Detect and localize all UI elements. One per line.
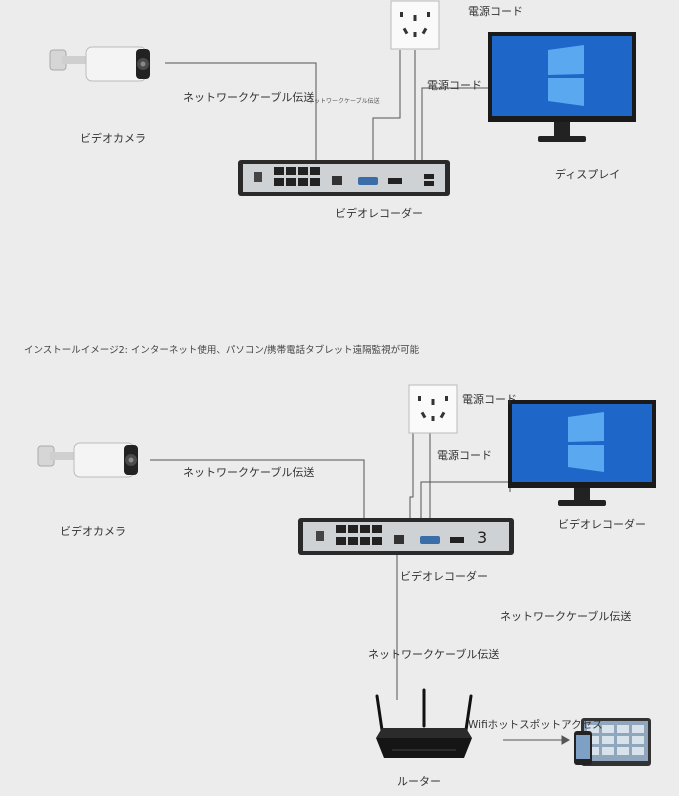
power-outlet-icon — [408, 384, 458, 434]
monitor-icon — [488, 32, 636, 142]
power-cord-label-top-2: 電源コード — [462, 393, 517, 406]
camera-icon — [37, 442, 138, 478]
power-cord-label-mid: 電源コード — [427, 79, 482, 92]
power-cord-label-top: 電源コード — [468, 5, 523, 18]
network-cable-label: ネットワークケーブル伝送 — [183, 91, 315, 104]
install-caption: インストールイメージ2: インターネット使用、パソコン/携帯電話タブレット遠隔監… — [24, 345, 420, 356]
nvr-icon — [238, 160, 450, 196]
router-label: ルーター — [397, 775, 441, 788]
power-cord-label-mid-2: 電源コード — [437, 449, 492, 462]
network-cable-label-router: ネットワークケーブル伝送 — [368, 648, 500, 661]
network-cable-label-2: ネットワークケーブル伝送 — [183, 466, 315, 479]
recorder-label: ビデオレコーダー — [335, 207, 423, 220]
network-cable-label-small: ネットワークケーブル伝送 — [308, 98, 380, 105]
recorder-label-2: ビデオレコーダー — [400, 570, 488, 583]
tablet-icon — [581, 718, 651, 766]
network-cable-label-right: ネットワークケーブル伝送 — [500, 610, 632, 623]
display-label: ディスプレイ — [555, 168, 621, 181]
camera-icon — [49, 46, 150, 82]
camera-label-2: ビデオカメラ — [60, 525, 126, 538]
recorder-number: 3 — [477, 528, 488, 547]
wifi-hotspot-label: Wifiホットスポットアクセス — [468, 719, 603, 731]
phone-icon — [574, 731, 592, 765]
display-label-2: ビデオレコーダー — [558, 518, 646, 531]
monitor-icon — [508, 400, 656, 506]
nvr-icon — [298, 518, 514, 555]
camera-label: ビデオカメラ — [80, 132, 146, 145]
power-outlet-icon — [390, 0, 440, 50]
router-icon — [375, 688, 473, 758]
